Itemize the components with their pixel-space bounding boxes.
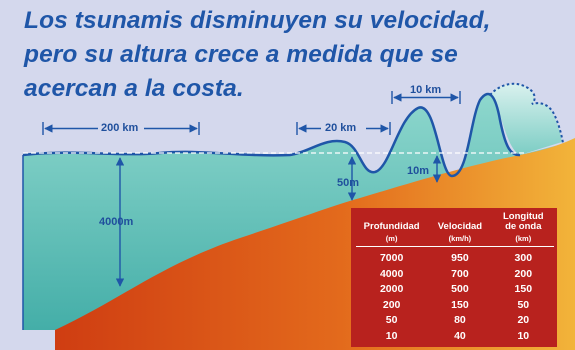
unit-speed: (km/h) (427, 232, 493, 247)
unit-wavelength: (km) (492, 232, 554, 247)
cell-depth: 4000 (379, 267, 404, 280)
table-row: 2000 500 150 (356, 282, 554, 298)
cell-depth: 2000 (379, 283, 404, 295)
cell-wavelength: 300 (514, 252, 533, 264)
cell-speed: 950 (451, 252, 469, 264)
depth-label-deep: 4000m (99, 216, 134, 228)
speed-table: Profundidad Velocidad Longitud de onda (… (356, 210, 554, 344)
cell-wavelength: 50 (517, 298, 530, 311)
wavelength-label-shore: 10 km (410, 84, 442, 96)
header-wavelength: Longitud de onda (493, 210, 554, 232)
table-row: 10 40 10 (356, 329, 554, 345)
wavelength-arrow-mid (296, 122, 391, 135)
cell-wavelength: 200 (514, 267, 533, 280)
cell-speed: 40 (454, 329, 466, 342)
header-depth: Profundidad (363, 221, 420, 232)
breaking-wave-crest (490, 83, 562, 155)
headline-line-3: acercan a la costa. (24, 75, 244, 102)
cell-depth: 10 (385, 329, 398, 342)
headline-line-1: Los tsunamis disminuyen su velocidad, (24, 7, 491, 34)
cell-wavelength: 10 (517, 329, 530, 342)
cell-speed: 80 (454, 314, 466, 326)
cell-depth: 7000 (379, 252, 404, 264)
table-row: 7000 950 300 (356, 247, 554, 267)
wave-profile-line (22, 92, 521, 178)
unit-depth: (m) (356, 232, 428, 247)
headline: Los tsunamis disminuyen su velocidad, pe… (24, 4, 491, 106)
wavelength-arrow-shore (391, 91, 461, 104)
cell-speed: 150 (451, 298, 469, 311)
cell-speed: 500 (451, 283, 469, 295)
wavelength-arrow-deep (42, 122, 200, 135)
header-speed: Velocidad (437, 221, 483, 232)
depth-label-mid: 50m (337, 177, 360, 189)
header-wavelength-line-1: Longitud (502, 211, 544, 222)
cell-depth: 50 (385, 314, 398, 326)
speed-table-panel: Profundidad Velocidad Longitud de onda (… (351, 208, 557, 347)
table-row: 50 80 20 (356, 313, 554, 329)
headline-line-2: pero su altura crece a medida que se (24, 41, 458, 68)
wavelength-label-deep: 200 km (101, 122, 139, 134)
wavelength-label-mid: 20 km (325, 122, 357, 134)
header-wavelength-line-2: de onda (505, 221, 542, 232)
depth-label-shallow: 10m (407, 165, 430, 177)
cell-wavelength: 150 (514, 283, 533, 295)
cell-wavelength: 20 (517, 314, 530, 326)
table-row: 200 150 50 (356, 298, 554, 314)
wave-spray-outline (489, 82, 564, 144)
cell-speed: 700 (451, 267, 469, 280)
table-row: 4000 700 200 (356, 267, 554, 283)
cell-depth: 200 (382, 298, 401, 311)
